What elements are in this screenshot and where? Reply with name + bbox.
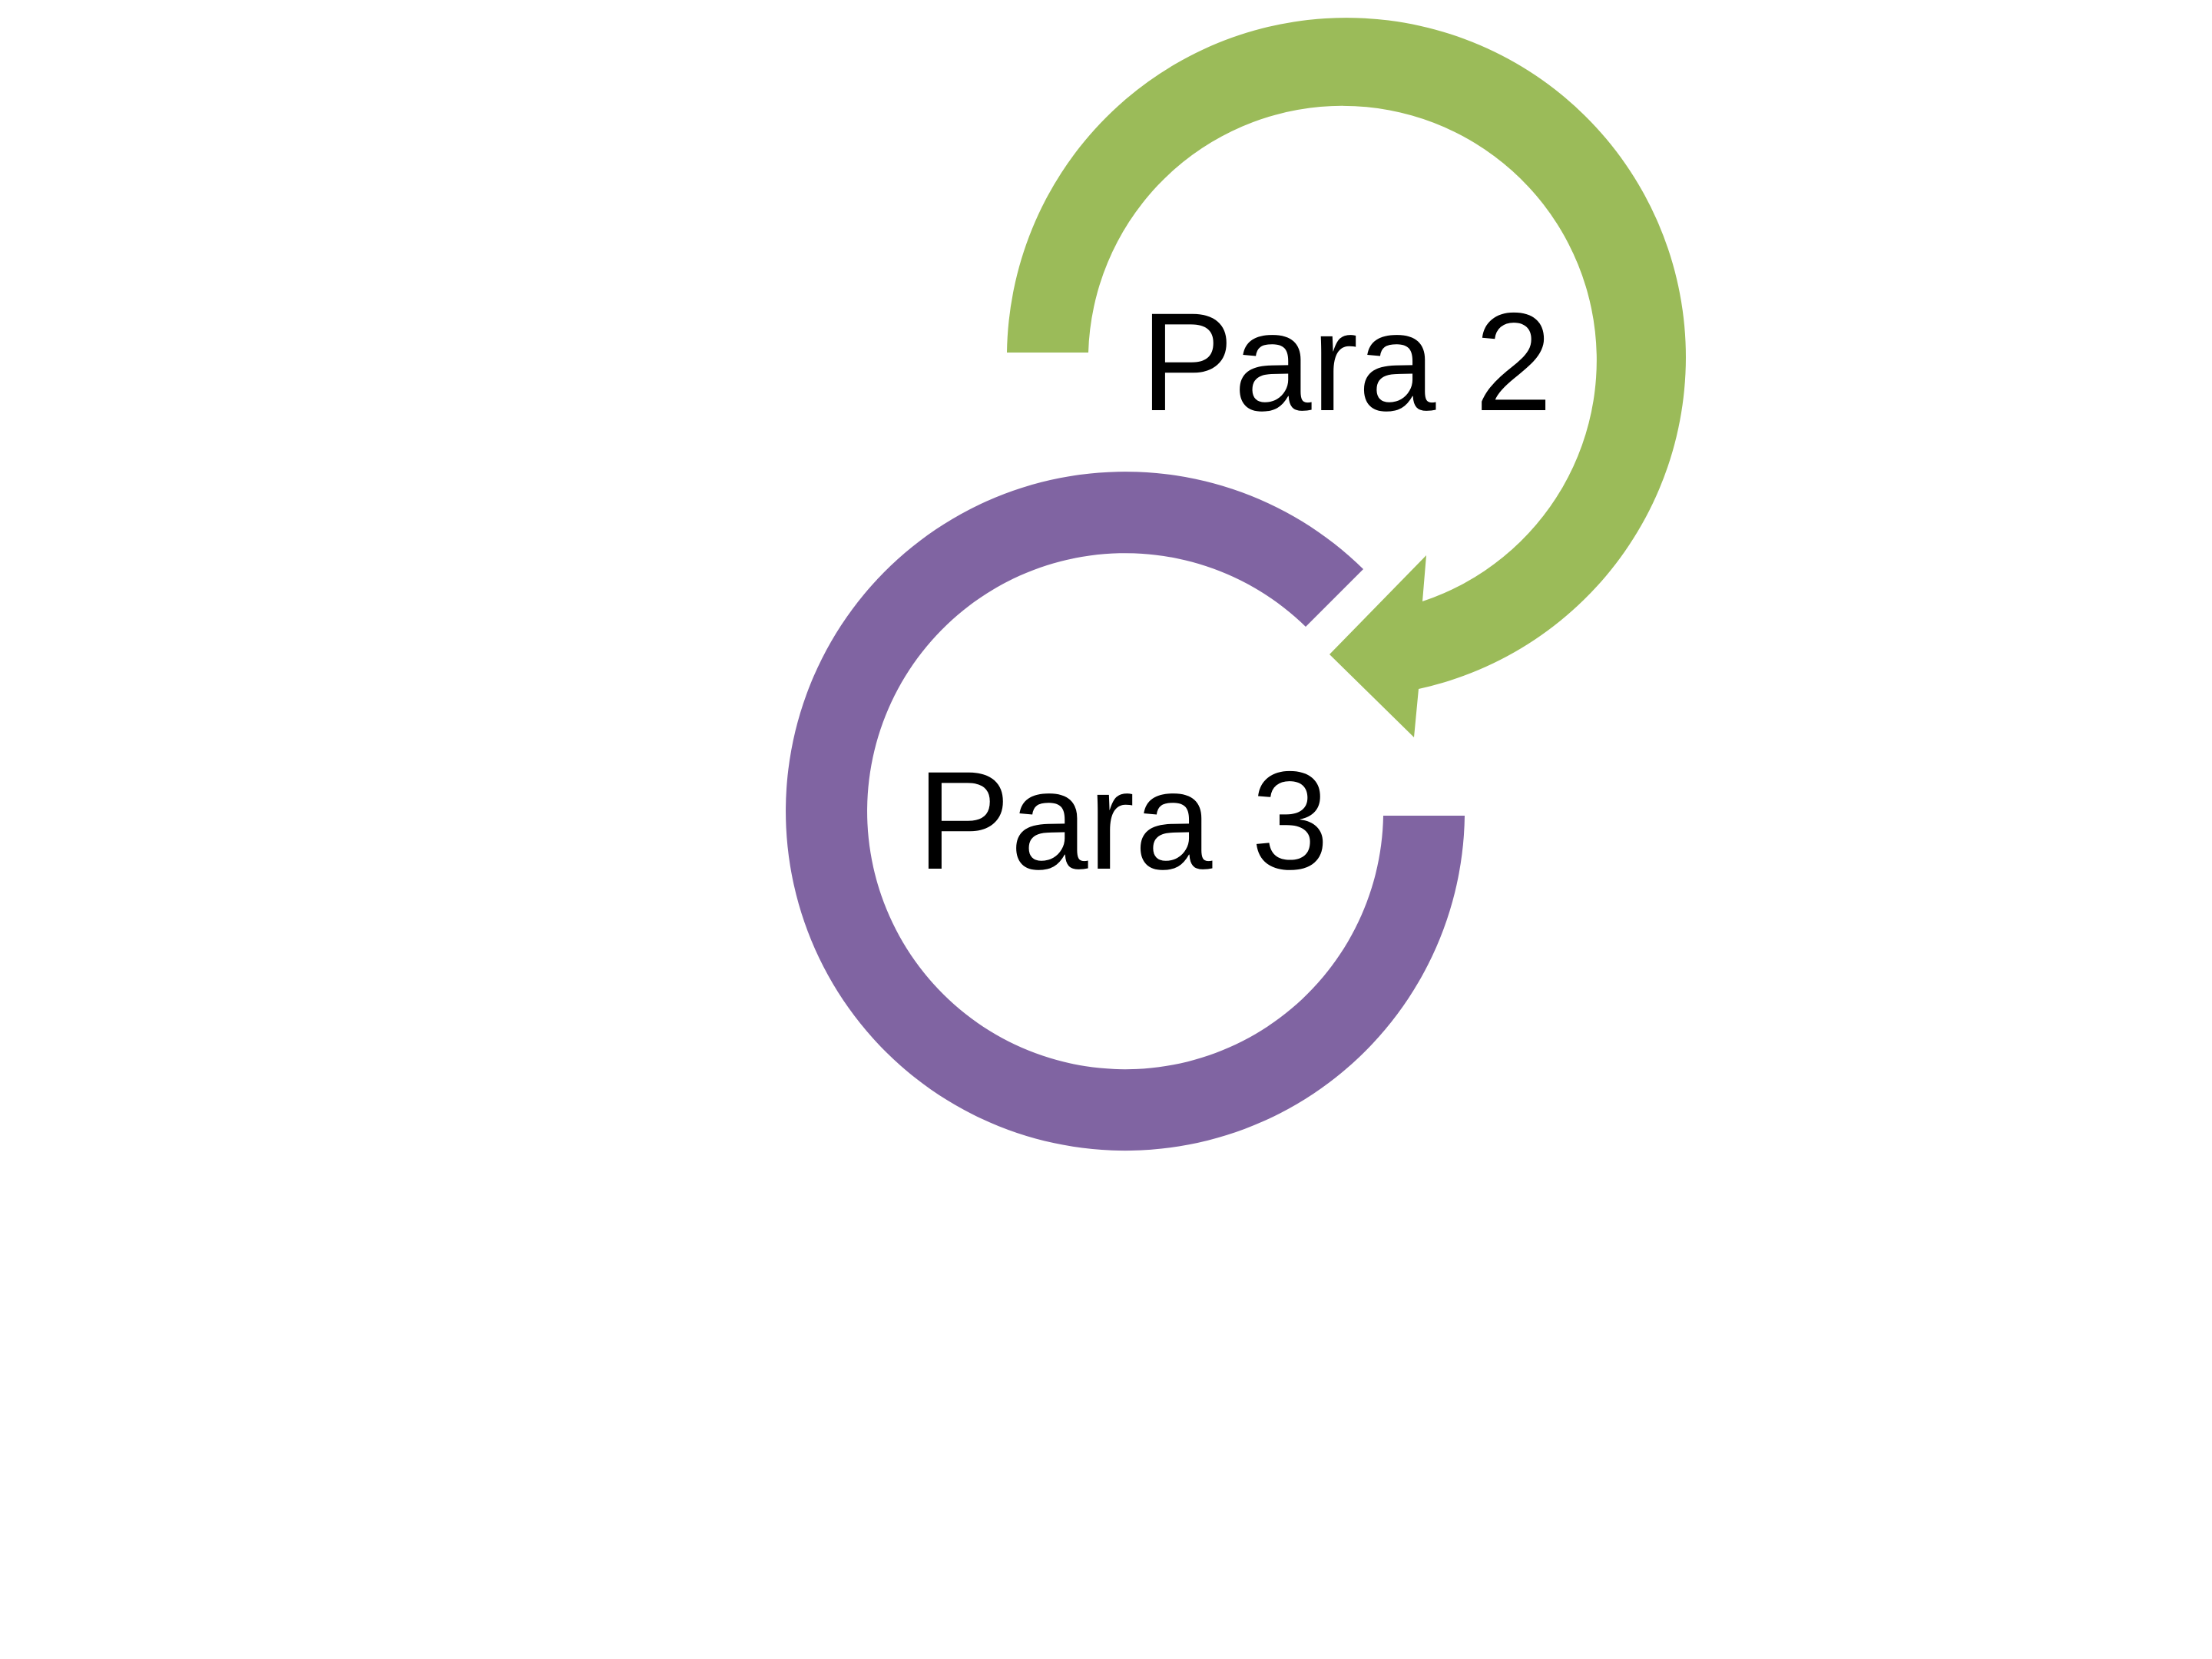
node-label-para-2: Para 2 <box>1141 283 1552 440</box>
green-cycle-arrow <box>1007 18 1686 738</box>
node-label-para-3: Para 3 <box>917 742 1329 899</box>
node-para-2: Para 2 <box>1007 18 1686 738</box>
node-para-3: Para 3 <box>786 472 1465 1151</box>
